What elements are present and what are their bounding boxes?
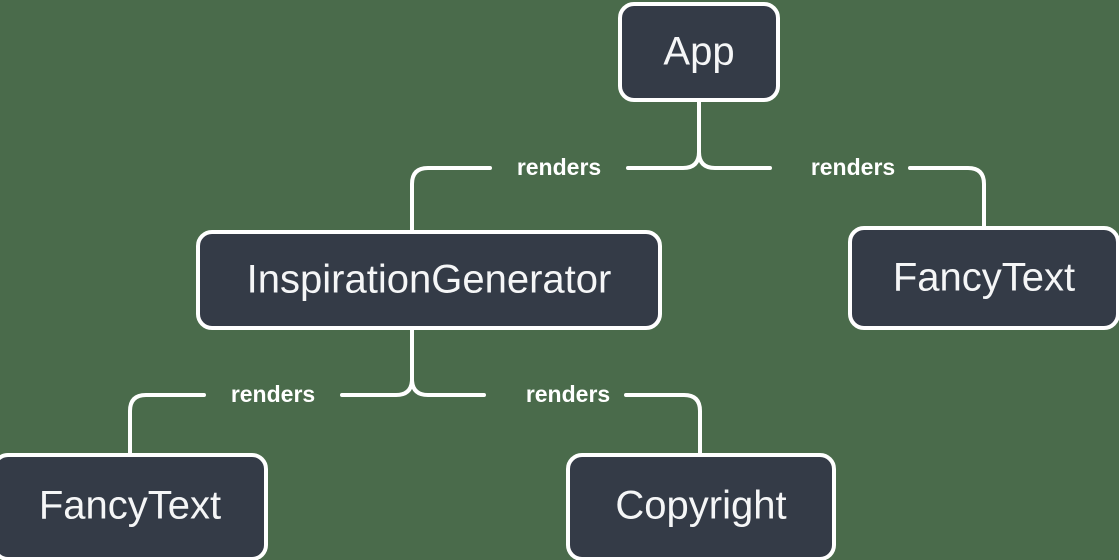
node-fancy-text-right-label: FancyText — [893, 256, 1075, 300]
node-copyright-label: Copyright — [615, 484, 786, 528]
node-app-box[interactable] — [618, 2, 780, 102]
edge-inspiration-generator-to-copyright — [410, 377, 702, 457]
edge-label-app-to-fancy-text-right: renders — [811, 154, 895, 180]
node-copyright-box[interactable] — [566, 453, 836, 560]
edge-label-inspiration-generator-to-copyright: renders — [526, 381, 610, 407]
node-copyright[interactable]: Copyright — [566, 453, 836, 560]
edge-label-app-to-inspiration-generator: renders — [517, 154, 601, 180]
node-inspiration-generator-box[interactable] — [196, 230, 662, 330]
node-fancy-text-bottom-left[interactable]: FancyText — [0, 453, 268, 560]
node-app[interactable]: App — [618, 2, 780, 102]
node-app-label: App — [663, 30, 734, 74]
node-fancy-text-bottom-left-label: FancyText — [39, 484, 221, 528]
node-fancy-text-right[interactable]: FancyText — [848, 226, 1119, 330]
node-inspiration-generator-label: InspirationGenerator — [247, 258, 612, 302]
edge-app-to-fancy-text-right — [697, 150, 986, 230]
node-fancy-text-bottom-left-box[interactable] — [0, 453, 268, 560]
edge-label-inspiration-generator-to-fancy-text: renders — [231, 381, 315, 407]
node-inspiration-generator[interactable]: InspirationGenerator — [196, 230, 662, 330]
node-fancy-text-right-box[interactable] — [848, 226, 1119, 330]
